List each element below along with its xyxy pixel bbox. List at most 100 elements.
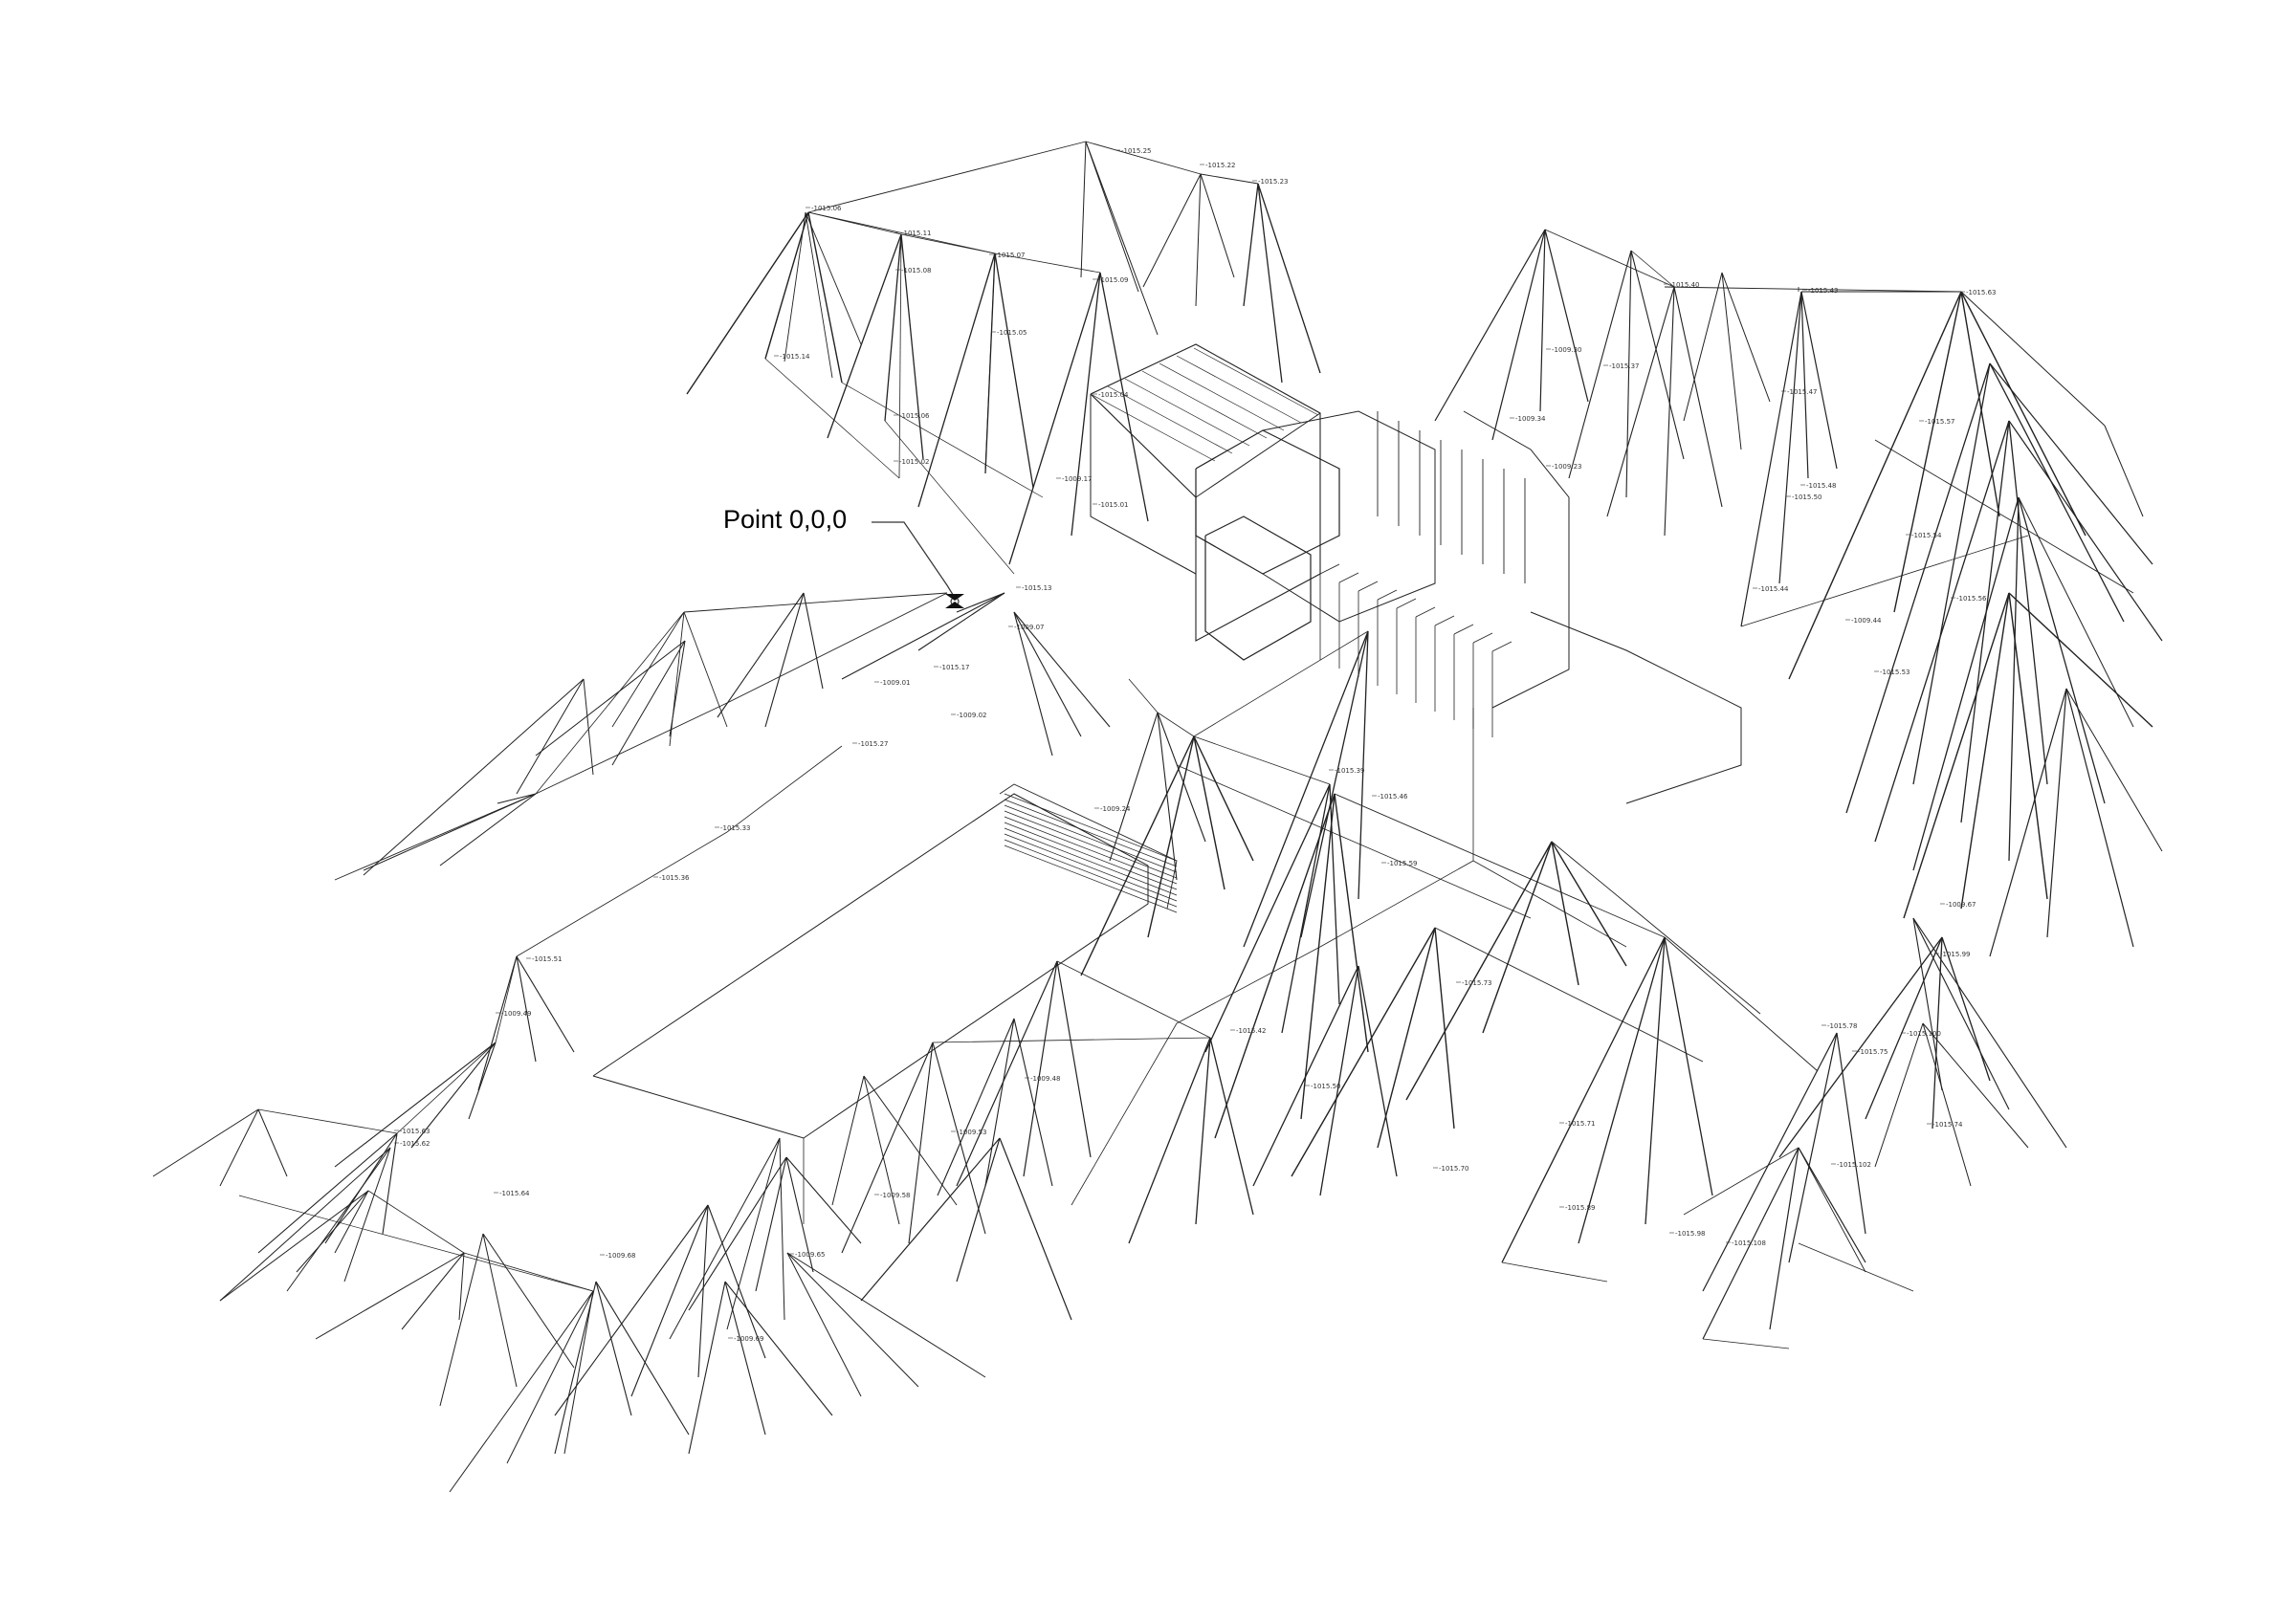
frame-line <box>1551 841 1627 967</box>
elevation-label: -1015.23 <box>1258 178 1288 186</box>
frame-line <box>956 1137 1001 1283</box>
frame-line <box>1008 272 1101 565</box>
frame-line <box>1013 1018 1053 1187</box>
frame-line <box>1769 1147 1799 1330</box>
frame-line <box>439 1233 484 1407</box>
frame-line <box>516 955 537 1063</box>
frame-line <box>1004 799 1178 867</box>
elevation-label: -1015.63 <box>1966 289 1996 296</box>
frame-line <box>1056 960 1211 1039</box>
elevation-label: -1015.08 <box>901 267 931 274</box>
frame-line <box>1405 841 1553 1101</box>
frame-line <box>863 1075 958 1206</box>
frame-line <box>1551 841 1761 1015</box>
elevation-label: -1009.24 <box>1100 805 1131 813</box>
frame-line <box>1865 936 1943 1120</box>
frame-line <box>1453 624 1474 635</box>
elevation-label: -1009.17 <box>1062 475 1092 483</box>
frame-line <box>468 1042 497 1120</box>
frame-line <box>1472 860 1627 948</box>
frame-line <box>1912 917 2010 1110</box>
frame-line <box>726 1137 781 1330</box>
callout-leader-line <box>872 521 956 599</box>
elevation-label: -1015.01 <box>1098 501 1128 509</box>
frame-line <box>1157 712 1178 881</box>
frame-line <box>458 1252 465 1321</box>
frame-line <box>516 955 575 1053</box>
frame-line <box>1195 1037 1211 1225</box>
frame-line <box>1551 841 1579 986</box>
frame-line <box>1960 291 2106 427</box>
frame-line <box>1004 816 1178 885</box>
frame-line <box>1209 1037 1254 1216</box>
frame-line <box>683 592 948 613</box>
frame-line <box>1912 917 1943 1091</box>
frame-line <box>1300 793 1336 1120</box>
frame-line <box>1630 250 1675 288</box>
frame-line <box>286 1147 391 1292</box>
frame-line <box>2008 592 2048 900</box>
frame-line <box>1159 362 1285 431</box>
elevation-label: -1015.37 <box>1609 362 1639 370</box>
frame-line <box>219 1108 259 1187</box>
elevation-label: -1009.30 <box>1552 346 1581 354</box>
frame-line <box>1740 535 2029 627</box>
frame-outline <box>999 783 1178 910</box>
frame-line <box>1702 1338 1790 1349</box>
frame-line <box>495 955 518 1043</box>
frame-line <box>1721 272 1771 403</box>
frame-line <box>1319 860 1474 948</box>
elevation-label: -1009.53 <box>957 1129 986 1136</box>
frame-line <box>956 592 1005 613</box>
frame-outline <box>592 793 1149 1139</box>
elevation-label: -1015.75 <box>1858 1048 1888 1056</box>
frame-line <box>334 1042 497 1168</box>
frame-line <box>1960 291 2086 537</box>
frame-line <box>477 955 518 1091</box>
elevation-label: -1015.05 <box>997 329 1027 337</box>
frame-line <box>1090 393 1216 462</box>
frame-line <box>1004 839 1178 908</box>
frame-line <box>482 1233 575 1369</box>
frame-line <box>1544 229 1589 403</box>
frame-line <box>1798 1147 1866 1263</box>
frame-line <box>1334 793 1666 938</box>
frame-line <box>1664 936 1819 1072</box>
frame-line <box>807 211 996 254</box>
elevation-label: -1015.04 <box>1098 391 1129 399</box>
elevation-label: -1015.54 <box>1911 532 1942 539</box>
frame-line <box>1903 592 2010 919</box>
frame-line <box>1625 250 1632 498</box>
frame-line <box>1544 229 1675 288</box>
elevation-label: -1015.78 <box>1827 1022 1857 1030</box>
elevation-label: -1015.06 <box>899 412 930 420</box>
frame-line <box>1960 592 2010 910</box>
frame-line <box>1157 712 1206 843</box>
origin-marker-icon <box>945 594 964 608</box>
frame-line <box>697 1204 709 1378</box>
frame-line <box>1195 173 1202 307</box>
frame-line <box>506 1290 594 1464</box>
frame-line <box>724 1281 833 1416</box>
frame-line <box>583 678 594 776</box>
frame-line <box>726 745 843 833</box>
frame-line <box>1788 1032 1838 1263</box>
frame-line <box>1004 810 1178 879</box>
frame-line <box>1664 286 1675 537</box>
frame-line <box>2018 496 2106 804</box>
elevation-label: -1015.06 <box>811 205 842 212</box>
frame-line <box>831 1075 865 1206</box>
frame-line <box>917 252 996 508</box>
frame-line <box>382 1132 398 1235</box>
elevation-label: -1015.42 <box>1236 1027 1266 1035</box>
elevation-label: -1015.27 <box>858 740 888 748</box>
frame-line <box>779 1137 785 1321</box>
frame-line <box>1085 141 1159 336</box>
frame-line <box>1800 291 1838 470</box>
frame-line <box>956 960 1058 1187</box>
frame-line <box>1319 965 1359 1196</box>
elevation-label: -1009.58 <box>880 1192 910 1199</box>
frame-line <box>683 611 728 728</box>
frame-line <box>535 640 686 757</box>
frame-line <box>1645 936 1666 1225</box>
